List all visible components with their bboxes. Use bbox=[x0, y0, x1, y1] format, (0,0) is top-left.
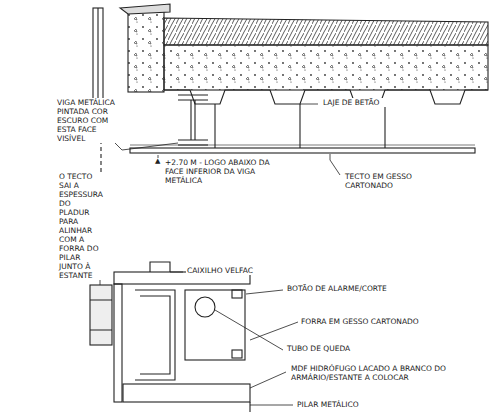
annotation-label: TECTO EM GESSO CARTONADO bbox=[344, 172, 426, 190]
annotation-label: CAIXILHO VELFAC bbox=[186, 266, 278, 275]
annotation-label: +2.70 M - LOGO ABAIXO DA FACE INFERIOR D… bbox=[164, 158, 286, 185]
annotation-label: LAJE DE BETÃO bbox=[322, 98, 414, 107]
level-marker: ▲ bbox=[155, 157, 161, 165]
annotation-label: BOTÃO DE ALARME/CORTE bbox=[286, 284, 408, 293]
annotation-label: FORRA EM GESSO CARTONADO bbox=[300, 317, 422, 326]
annotation-label: PILAR METÁLICO bbox=[296, 400, 398, 409]
annotation-label: O TECTO SAI A ESPESSURA DO PLADUR PARA A… bbox=[58, 172, 104, 280]
annotation-label: MDF HIDRÓFUGO LACADO A BRANCO DO ARMÁRIO… bbox=[290, 364, 472, 382]
annotation-label: VIGA METÁLICA PINTADA COR ESCURO COM EST… bbox=[56, 98, 120, 143]
annotation-label: TUBO DE QUEDA bbox=[286, 344, 388, 353]
